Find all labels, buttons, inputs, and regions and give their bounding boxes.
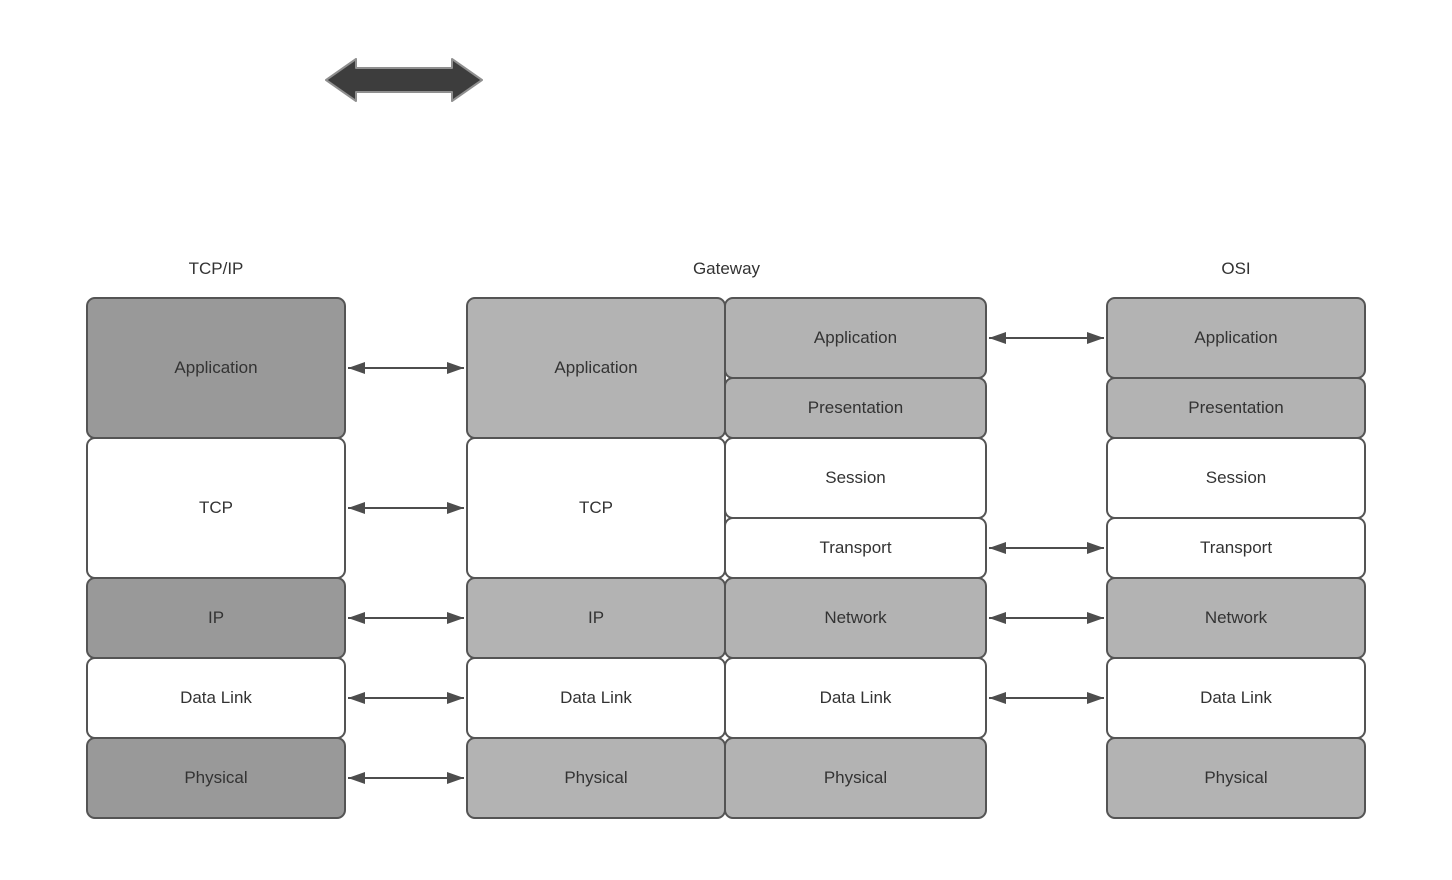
gateway-left-stack: Application TCP IP Data Link Physical <box>466 297 726 819</box>
gateway-right-layer-transport: Transport <box>724 517 987 579</box>
thick-double-arrow-icon <box>325 58 483 102</box>
arrow-gateway-osi-data-link-icon <box>989 692 1104 704</box>
arrow-tcpip-gateway-ip-icon <box>348 612 464 624</box>
osi-layer-presentation: Presentation <box>1106 377 1366 439</box>
gateway-right-layer-session: Session <box>724 437 987 519</box>
gateway-right-layer-presentation: Presentation <box>724 377 987 439</box>
gateway-left-layer-ip: IP <box>466 577 726 659</box>
osi-layer-network: Network <box>1106 577 1366 659</box>
header-gateway: Gateway <box>692 259 761 278</box>
tcpip-layer-application: Application <box>86 297 346 439</box>
osi-layer-session: Session <box>1106 437 1366 519</box>
arrow-tcpip-gateway-tcp-icon <box>348 502 464 514</box>
arrow-gateway-osi-transport-icon <box>989 542 1104 554</box>
osi-stack: Application Presentation Session Transpo… <box>1106 297 1366 819</box>
thick-double-arrow-shape <box>325 58 483 102</box>
tcpip-layer-ip: IP <box>86 577 346 659</box>
arrow-gateway-osi-network-icon <box>989 612 1104 624</box>
tcpip-layer-data-link: Data Link <box>86 657 346 739</box>
tcpip-layer-tcp: TCP <box>86 437 346 579</box>
header-tcpip: TCP/IP <box>188 259 244 278</box>
arrow-tcpip-gateway-physical-icon <box>348 772 464 784</box>
gateway-right-layer-data-link: Data Link <box>724 657 987 739</box>
gateway-right-layer-physical: Physical <box>724 737 987 819</box>
osi-layer-data-link: Data Link <box>1106 657 1366 739</box>
tcpip-stack: Application TCP IP Data Link Physical <box>86 297 346 819</box>
gateway-right-layer-application: Application <box>724 297 987 379</box>
arrow-tcpip-gateway-data-link-icon <box>348 692 464 704</box>
gateway-left-layer-application: Application <box>466 297 726 439</box>
gateway-left-layer-data-link: Data Link <box>466 657 726 739</box>
gateway-left-layer-physical: Physical <box>466 737 726 819</box>
osi-layer-transport: Transport <box>1106 517 1366 579</box>
gateway-left-layer-tcp: TCP <box>466 437 726 579</box>
arrow-tcpip-gateway-application-icon <box>348 362 464 374</box>
header-osi: OSI <box>1221 259 1251 278</box>
osi-layer-application: Application <box>1106 297 1366 379</box>
osi-layer-physical: Physical <box>1106 737 1366 819</box>
arrow-gateway-osi-application-icon <box>989 332 1104 344</box>
tcpip-layer-physical: Physical <box>86 737 346 819</box>
gateway-right-stack: Application Presentation Session Transpo… <box>724 297 987 819</box>
gateway-right-layer-network: Network <box>724 577 987 659</box>
